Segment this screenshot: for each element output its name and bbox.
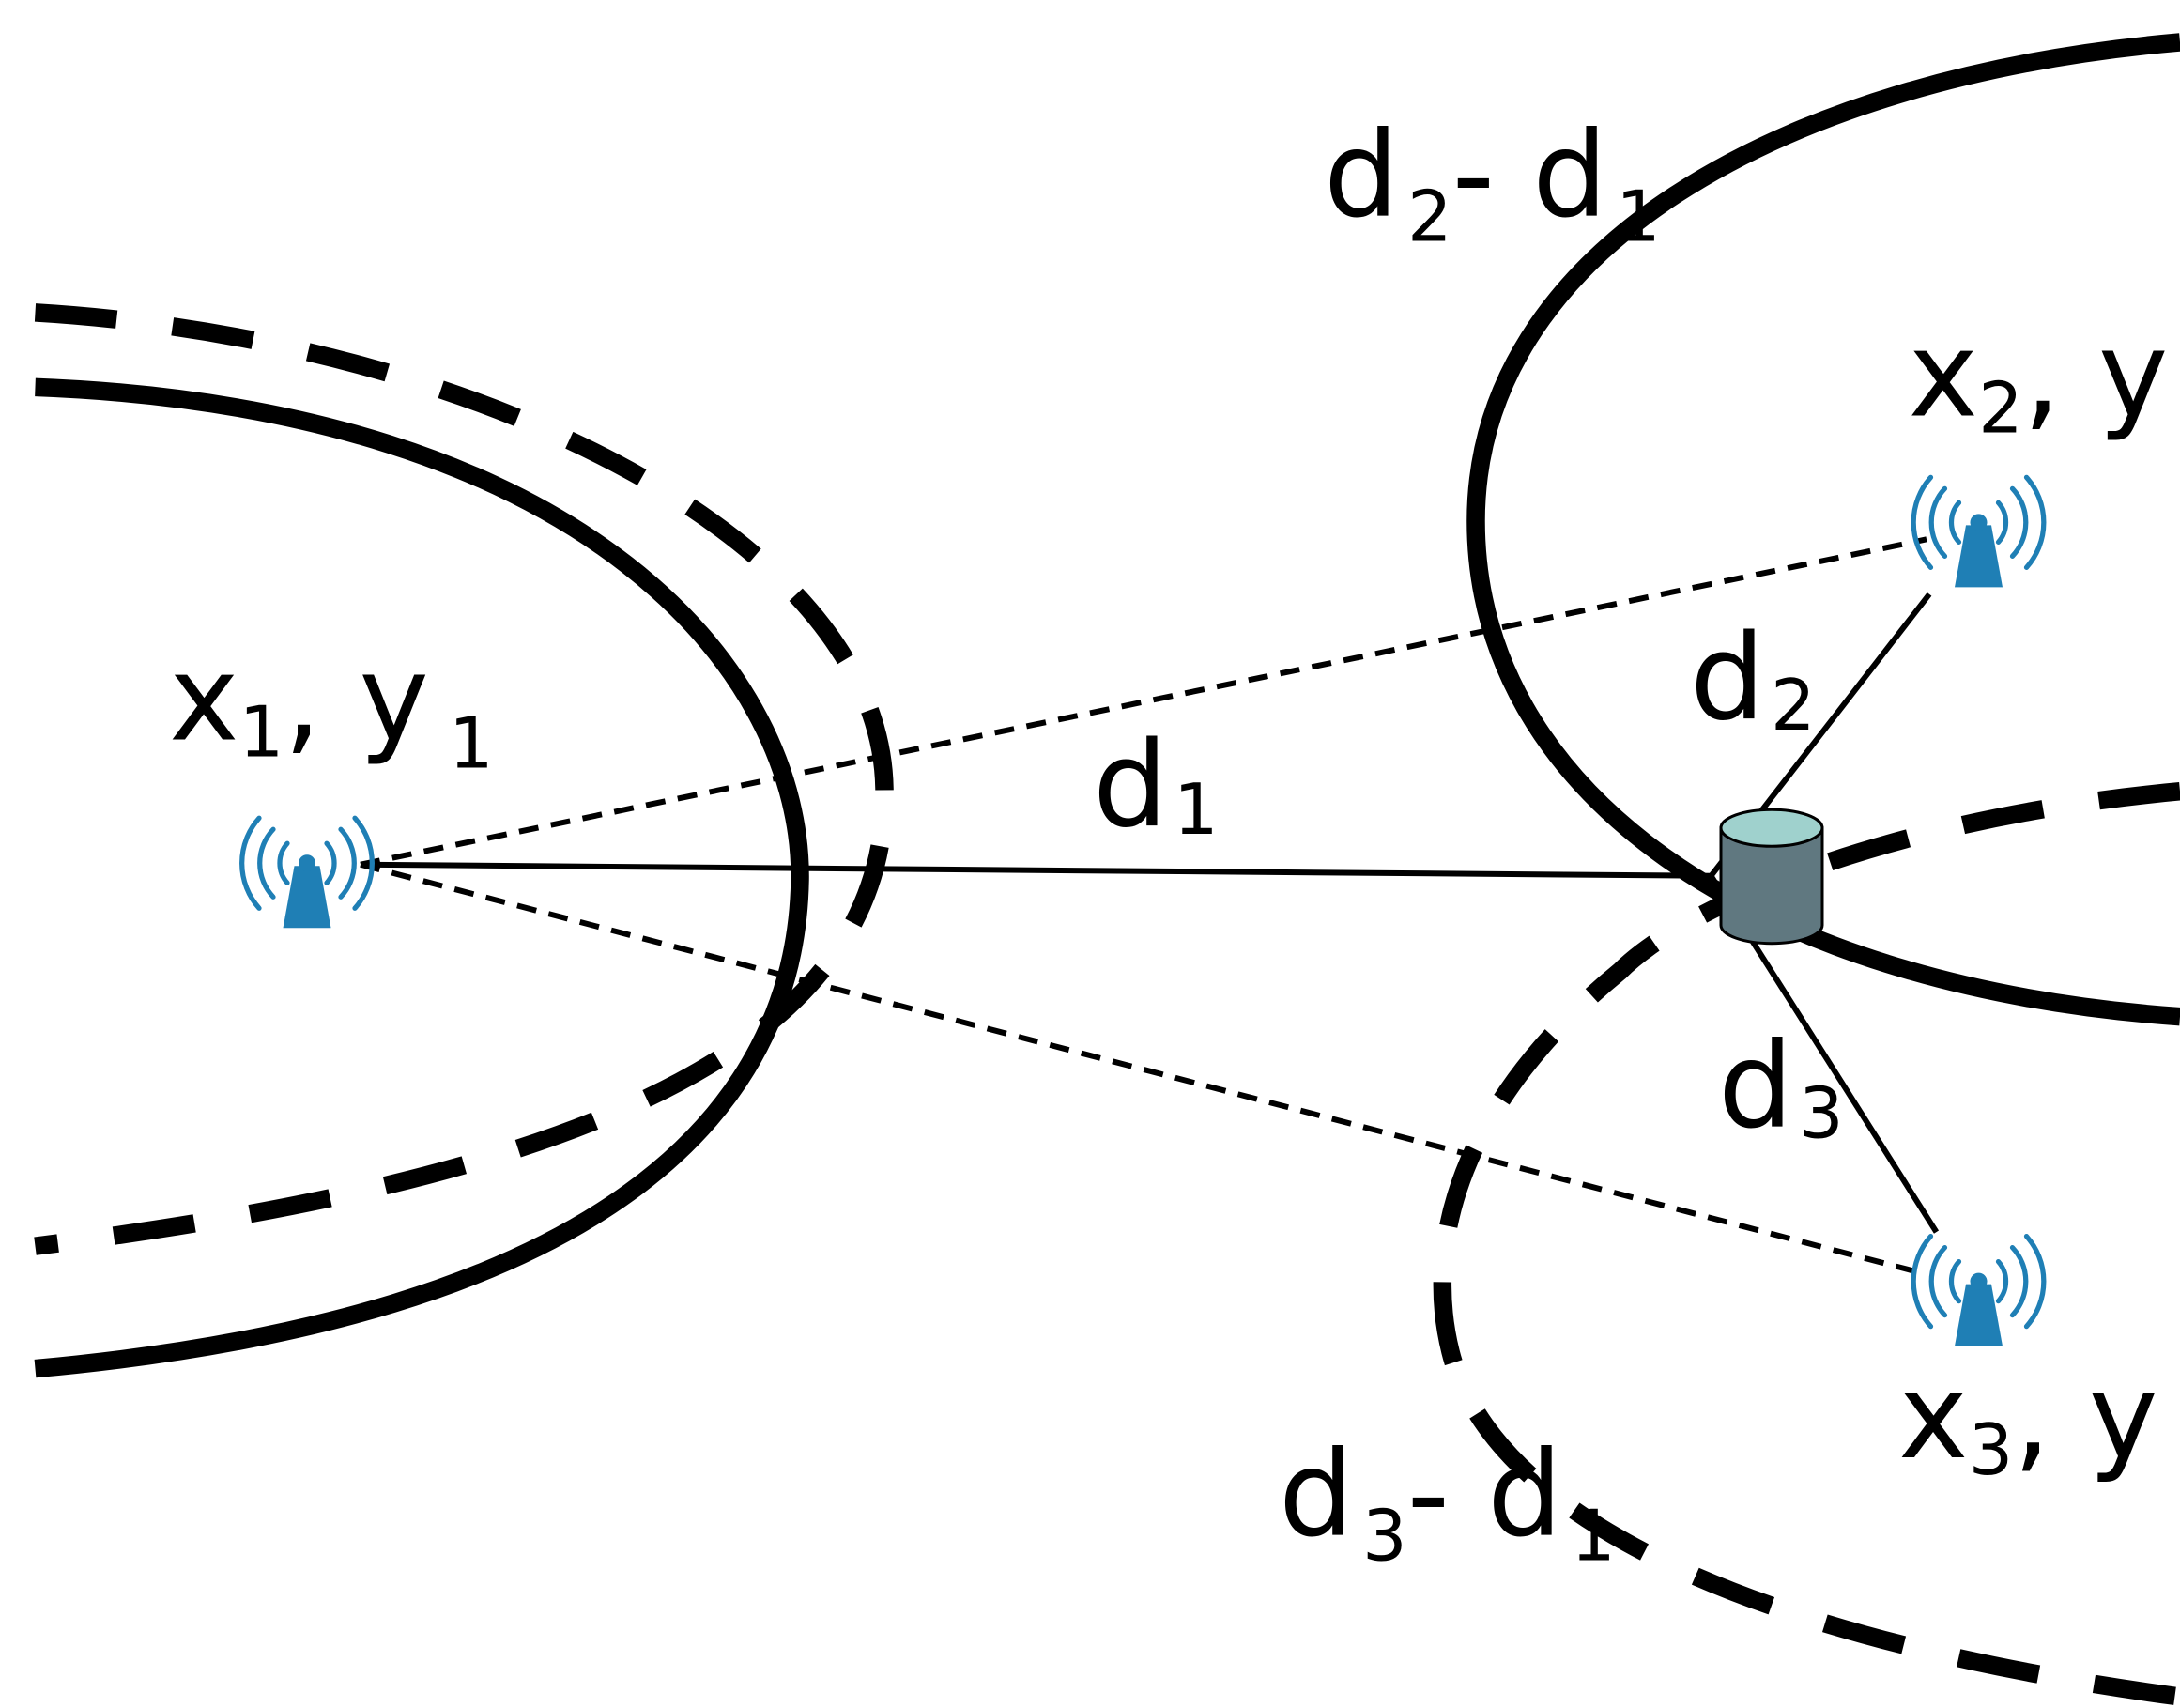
baseline-1-3 — [360, 861, 1927, 1278]
antenna-tower-icon — [242, 818, 373, 928]
hyperbola-left-dashed — [34, 303, 894, 1255]
station-label-2: x2, y2 — [1909, 305, 2180, 457]
hyperbola-left-solid — [34, 377, 809, 1378]
station-label-3: x3, y3 — [1898, 1347, 2180, 1502]
antenna-tower-icon — [1913, 477, 2044, 587]
hyperbola-d3-d1-dashed — [1433, 782, 2180, 1706]
range-line-d1 — [360, 861, 1712, 879]
receiver-cylinder-icon — [1719, 808, 1824, 946]
baseline-1-2 — [360, 536, 1927, 868]
hyperbola-d2-d1-solid — [1466, 33, 2180, 1026]
antenna-tower-icon — [1913, 1237, 2044, 1346]
